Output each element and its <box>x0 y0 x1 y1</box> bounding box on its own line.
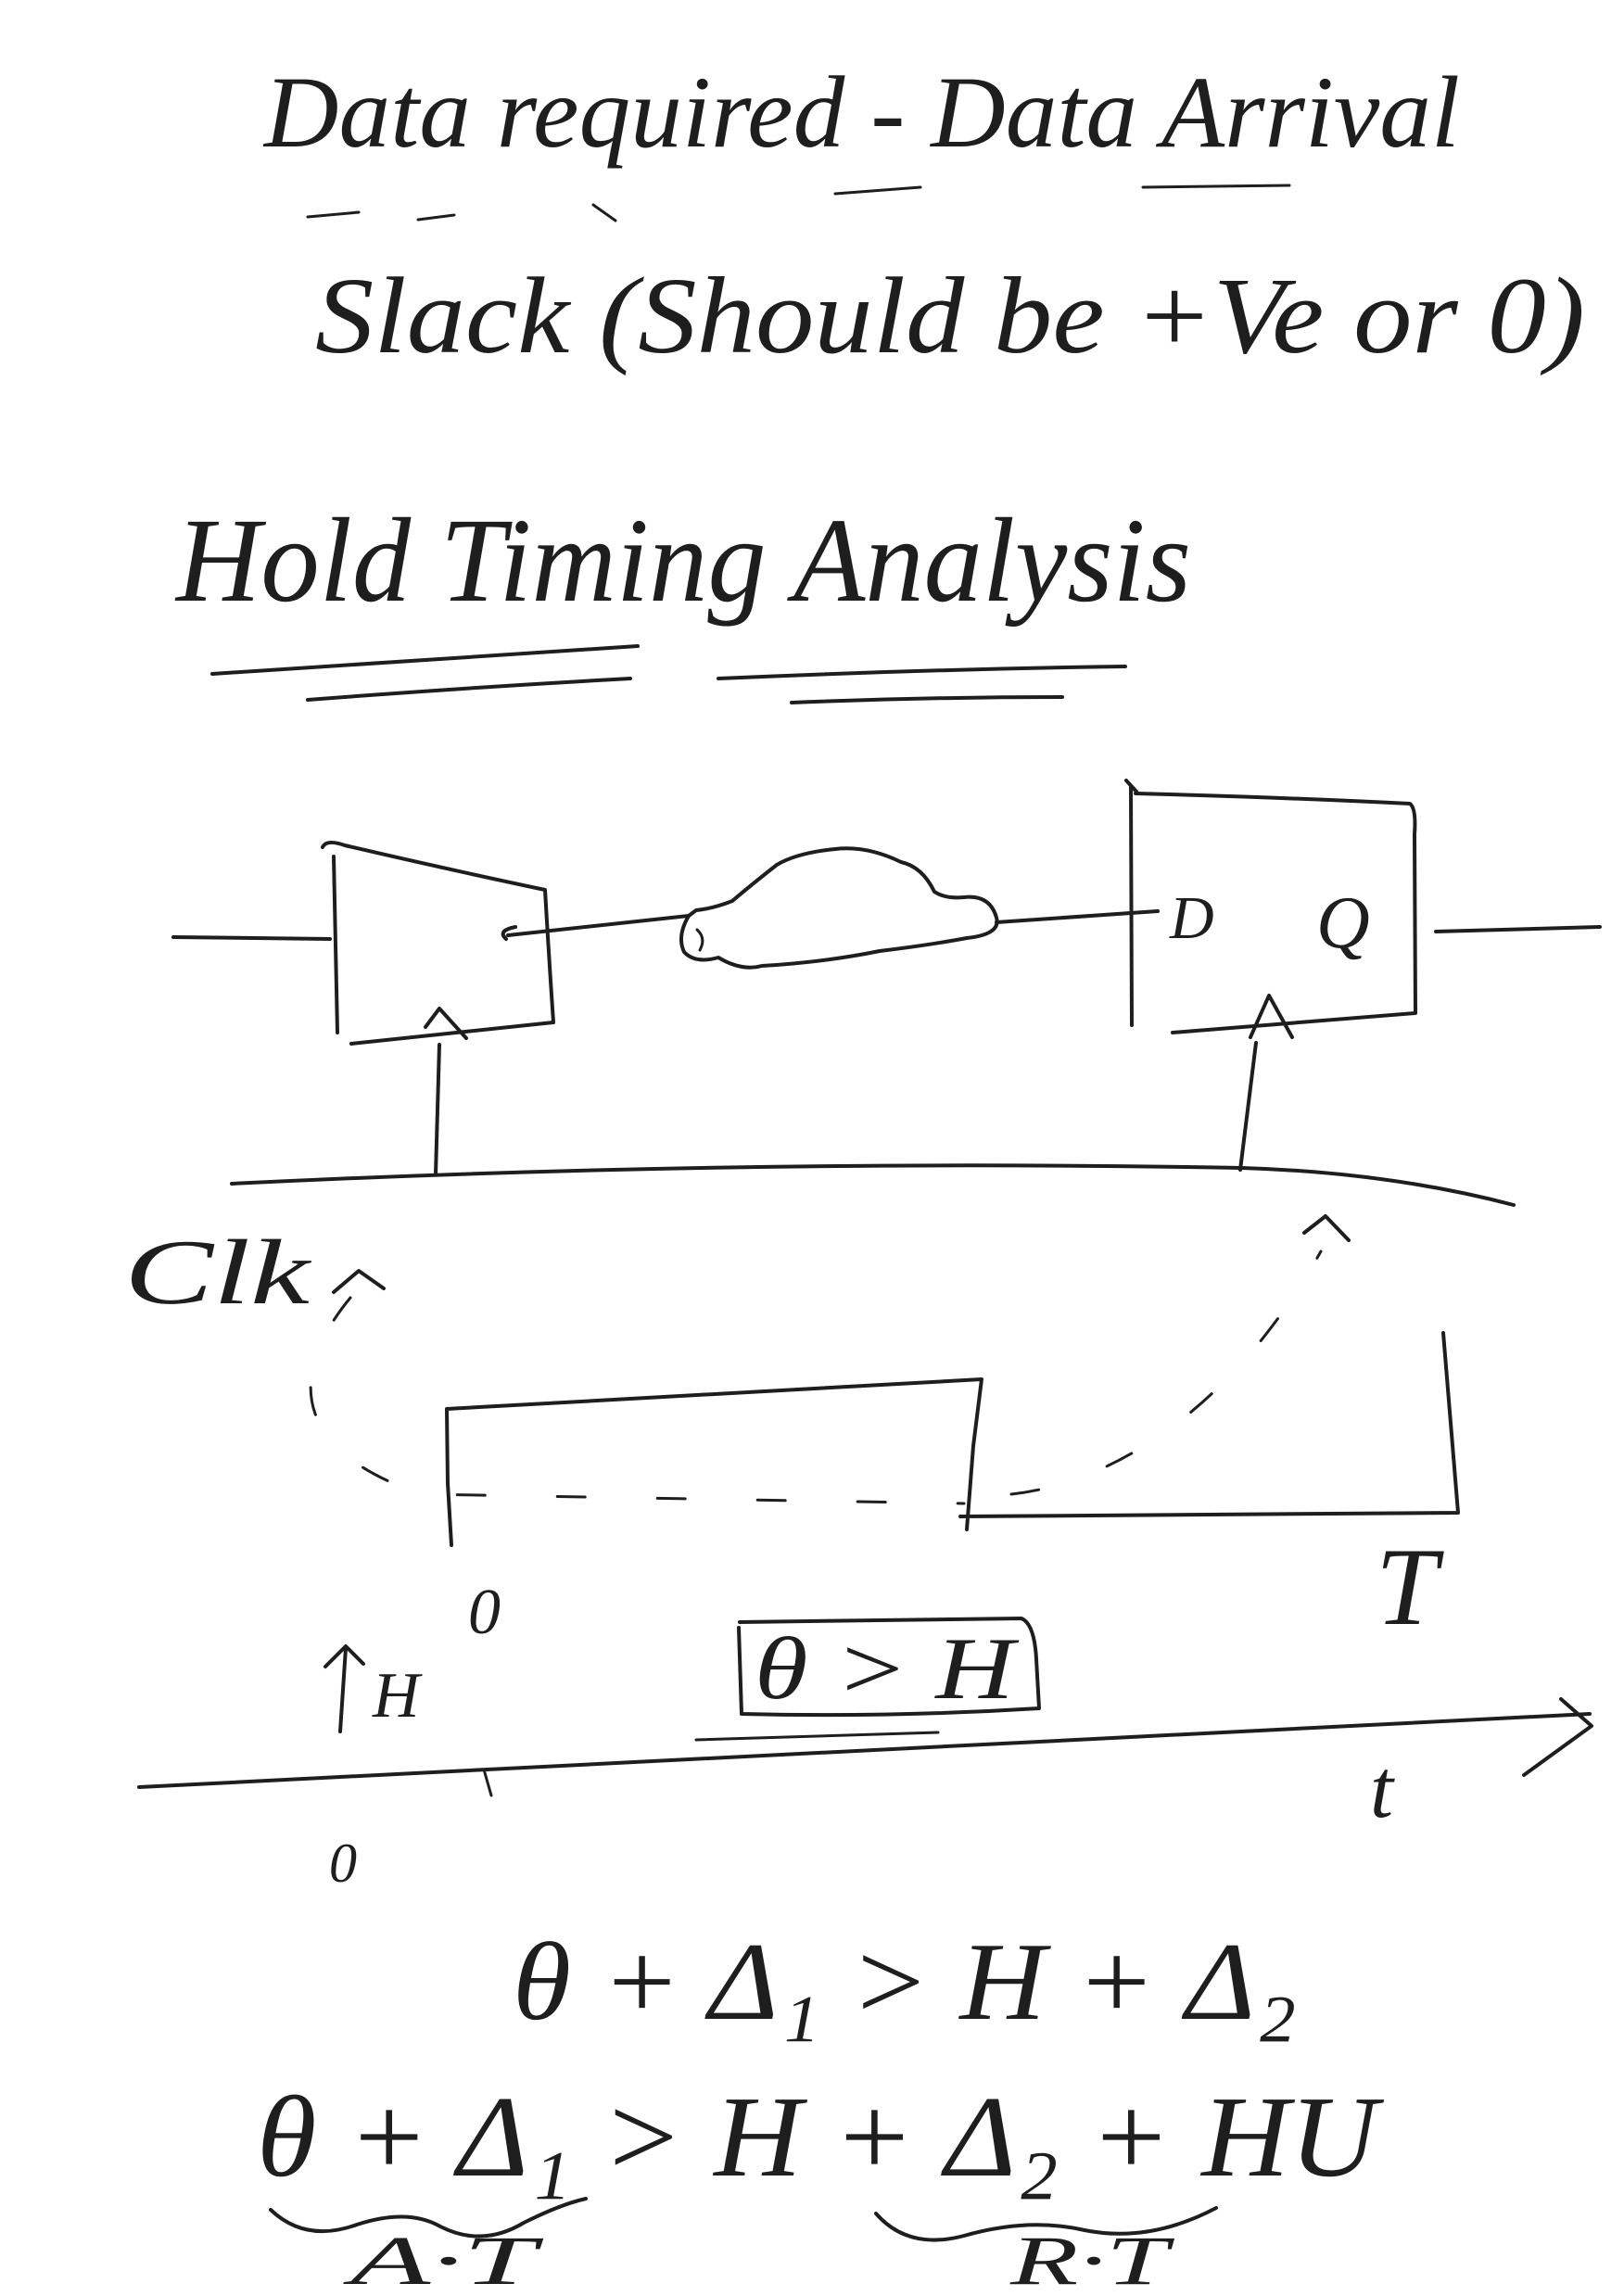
clock-waveform <box>445 1331 1460 1547</box>
section-title: Hold Timing Analysis <box>174 494 1191 628</box>
section-heading: Hold Timing Analysis <box>174 494 1191 704</box>
axis-label-t: t <box>1370 1744 1395 1835</box>
cloud-outline <box>679 846 999 970</box>
input-wire <box>171 935 332 941</box>
origin-tick <box>482 1768 493 1797</box>
clock-label: Clk <box>124 1221 311 1324</box>
hold-label: H <box>372 1660 423 1732</box>
arrival-time-label: A·T <box>342 2223 545 2296</box>
output-wire <box>1434 925 1602 933</box>
condition-box-underline <box>694 1731 940 1742</box>
launch-clock-triangle-icon <box>424 1007 468 1040</box>
slack-note-text: Slack (Should be +Ve or 0) <box>315 255 1585 376</box>
d-pin-label: D <box>1169 884 1214 952</box>
origin-label: 0 <box>329 1833 357 1894</box>
axis-arrowhead-icon <box>1522 1697 1593 1777</box>
arrival-time-brace <box>269 2197 588 2239</box>
launch-flop <box>321 841 555 1176</box>
clock-waveform-section: Clk T 0 θ > H H t 0 <box>124 1214 1593 1894</box>
condition-box-text: θ > H <box>755 1619 1019 1718</box>
required-time-label: R·T <box>1009 2223 1175 2296</box>
title-double-underline <box>210 644 1127 704</box>
formula-underline-marks <box>306 184 1291 222</box>
equations: θ + Δ₁ > H + Δ₂ θ + Δ₁ > H + Δ₂ + HU A·T… <box>257 1920 1385 2296</box>
capture-flop: D Q <box>1124 779 1417 1172</box>
capture-clock-triangle-icon <box>1249 994 1294 1039</box>
capture-flop-left-edge <box>1124 779 1138 1027</box>
capture-clock-dashed-path <box>1009 1249 1323 1496</box>
up-arrow-icon <box>324 1644 365 1733</box>
launch-flop-left-edge <box>332 855 339 1034</box>
capture-clock-stub <box>1238 1041 1258 1172</box>
equation-hold-uncertainty: θ + Δ₁ > H + Δ₂ + HU <box>257 2074 1385 2201</box>
hold-condition-box: θ > H <box>694 1617 1041 1742</box>
q-pin-label: Q <box>1316 882 1370 964</box>
capture-caret-arrow-icon <box>1302 1214 1351 1242</box>
launch-output-wire <box>501 914 691 941</box>
launch-clock-dashed-path <box>309 1296 966 1505</box>
time-axis <box>137 1712 1592 1789</box>
launch-clock-stub <box>434 1043 441 1176</box>
required-time-brace <box>874 2206 1218 2242</box>
clock-net <box>230 1163 1516 1207</box>
edge-period-label: T <box>1376 1525 1444 1648</box>
slack-formula-text: Data required - Data Arrival <box>262 56 1460 169</box>
edge-zero-label: 0 <box>468 1577 501 1648</box>
launch-flop-body <box>321 841 555 1046</box>
caret-arrow-icon <box>332 1269 386 1294</box>
logic-cloud <box>679 846 999 970</box>
cloud-inner-stroke <box>695 928 704 952</box>
circuit-diagram: D Q <box>171 779 1602 1207</box>
capture-input-wire <box>995 909 1160 924</box>
condition-box-outline <box>737 1617 1041 1718</box>
slack-definition: Data required - Data Arrival Slack (Shou… <box>262 56 1585 376</box>
equation-hold: θ + Δ₁ > H + Δ₂ <box>513 1920 1297 2043</box>
capture-flop-body <box>1134 792 1417 1034</box>
